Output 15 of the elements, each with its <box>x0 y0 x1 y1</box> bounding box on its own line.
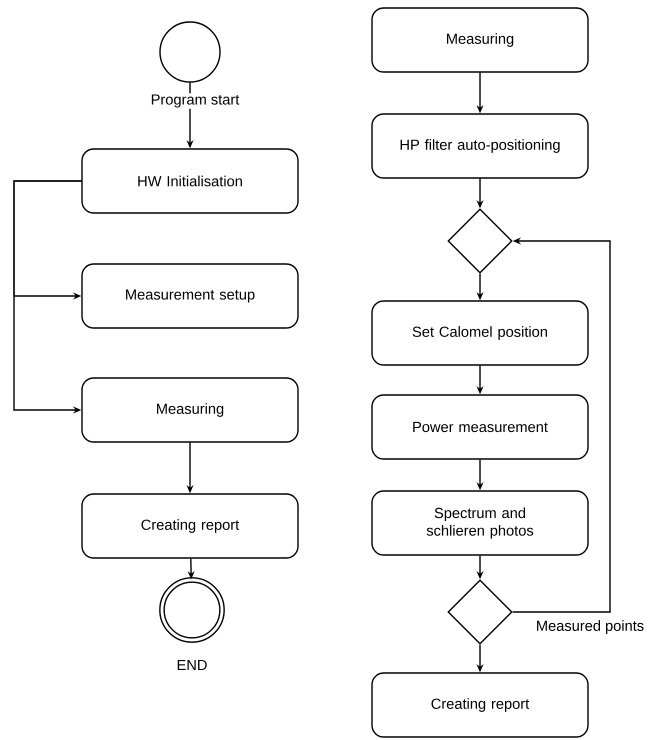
process-box: Creating report <box>81 493 299 559</box>
end-circle <box>159 577 225 643</box>
process-box: Measuring <box>371 7 589 73</box>
process-box: Power measurement <box>371 394 589 460</box>
node-caption: Program start <box>149 93 241 109</box>
edge-label: Measured points <box>534 619 646 635</box>
start-circle <box>159 21 221 83</box>
process-box: Set Calomel position <box>371 300 589 366</box>
process-box: Creating report <box>371 672 589 738</box>
process-box: HW Initialisation <box>81 148 299 214</box>
process-box: Measuring <box>81 377 299 443</box>
process-box: Spectrum and schlieren photos <box>371 490 589 556</box>
process-box: HP filter auto-positioning <box>371 113 589 179</box>
node-caption: END <box>175 658 209 672</box>
process-box: Measurement setup <box>81 263 299 329</box>
